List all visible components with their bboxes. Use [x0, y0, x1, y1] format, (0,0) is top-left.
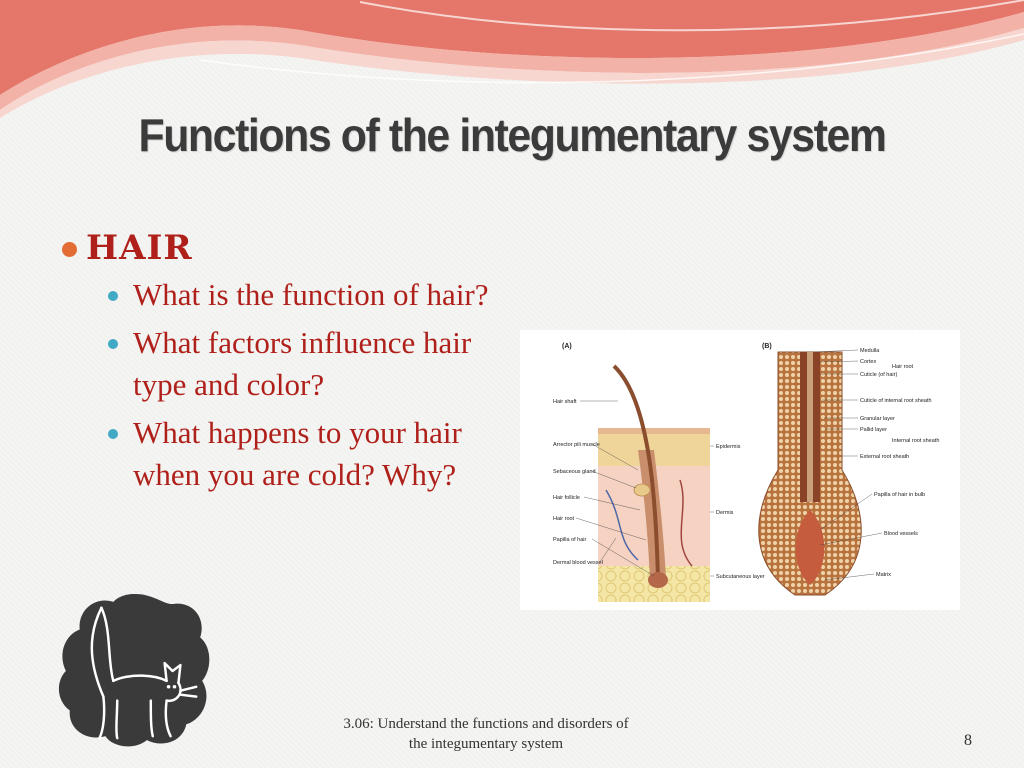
subbullet-dot-icon	[108, 339, 118, 349]
subbullet-text: What is the function of hair?	[133, 277, 489, 312]
page-number: 8	[964, 732, 972, 749]
label-hair-root-b: Hair root	[892, 364, 914, 370]
hair-follicle-shape	[638, 450, 666, 578]
label-medulla: Medulla	[860, 348, 880, 354]
panel-a-label: (A)	[562, 343, 572, 350]
label-papilla-bulb: Papilla of hair in bulb	[874, 492, 925, 498]
skin-surface	[598, 428, 710, 434]
bullet-list: HAIR What is the function of hair? What …	[62, 228, 502, 496]
label-granular-layer: Granular layer	[860, 416, 895, 422]
hair-shaft-shape	[612, 364, 660, 581]
label-external-sheath: External root sheath	[860, 454, 909, 460]
label-hair-root: Hair root	[553, 516, 575, 522]
label-epidermis: Epidermis	[716, 444, 741, 450]
label-matrix: Matrix	[876, 572, 891, 578]
hair-follicle-diagram: (A) Hair shaft Arrector pili muscle Seba…	[520, 330, 960, 610]
subbullet-item: What happens to your hair when you are c…	[108, 412, 502, 496]
subbullet-item: What factors influence hair type and col…	[108, 322, 502, 406]
footer-line-2: the integumentary system	[408, 736, 564, 752]
papilla-bulb-shape	[795, 510, 825, 585]
label-arrector-pili: Arrector pili muscle	[553, 442, 600, 448]
slide-footer: 3.06: Understand the functions and disor…	[300, 714, 672, 754]
blood-vessel-shape	[679, 479, 693, 567]
label-internal-sheath: Internal root sheath	[892, 438, 939, 444]
label-subcutaneous: Subcutaneous layer	[716, 574, 765, 580]
label-hair-follicle: Hair follicle	[553, 495, 580, 501]
label-papilla: Papilla of hair	[553, 537, 586, 543]
bullet-hair: HAIR	[62, 228, 502, 268]
label-cortex: Cortex	[860, 359, 876, 365]
sebaceous-gland-shape	[633, 483, 651, 497]
header-wave-decoration	[0, 0, 1024, 118]
label-blood-vessels: Blood vessels	[884, 531, 918, 537]
blood-vessel-shape	[605, 489, 639, 561]
subbullet-text: What factors influence hair type and col…	[133, 325, 472, 402]
subbullet-dot-icon	[108, 291, 118, 301]
bullet-dot-icon	[62, 241, 77, 257]
black-cat-icon	[58, 593, 210, 747]
label-pallid-layer: Pallid layer	[860, 427, 887, 433]
subbullet-dot-icon	[108, 429, 118, 439]
label-hair-shaft: Hair shaft	[553, 399, 577, 405]
hair-medulla-shape	[807, 352, 813, 502]
label-cuticle-sheath: Cuticle of internal root sheath	[860, 398, 932, 404]
subbullet-text: What happens to your hair when you are c…	[133, 415, 462, 492]
label-sebaceous-gland: Sebaceous gland	[553, 469, 596, 475]
slide-title: Functions of the integumentary system	[138, 109, 886, 161]
label-dermis: Dermis	[716, 510, 734, 516]
footer-line-1: 3.06: Understand the functions and disor…	[343, 716, 629, 732]
subbullet-item: What is the function of hair?	[108, 274, 502, 316]
panel-b-label: (B)	[762, 343, 772, 350]
label-cuticle-hair: Cuticle (of hair)	[860, 372, 897, 378]
label-dermal-vessel: Dermal blood vessel	[553, 560, 603, 566]
bullet-text: HAIR	[86, 228, 193, 268]
hair-bulb-shape	[648, 572, 668, 588]
